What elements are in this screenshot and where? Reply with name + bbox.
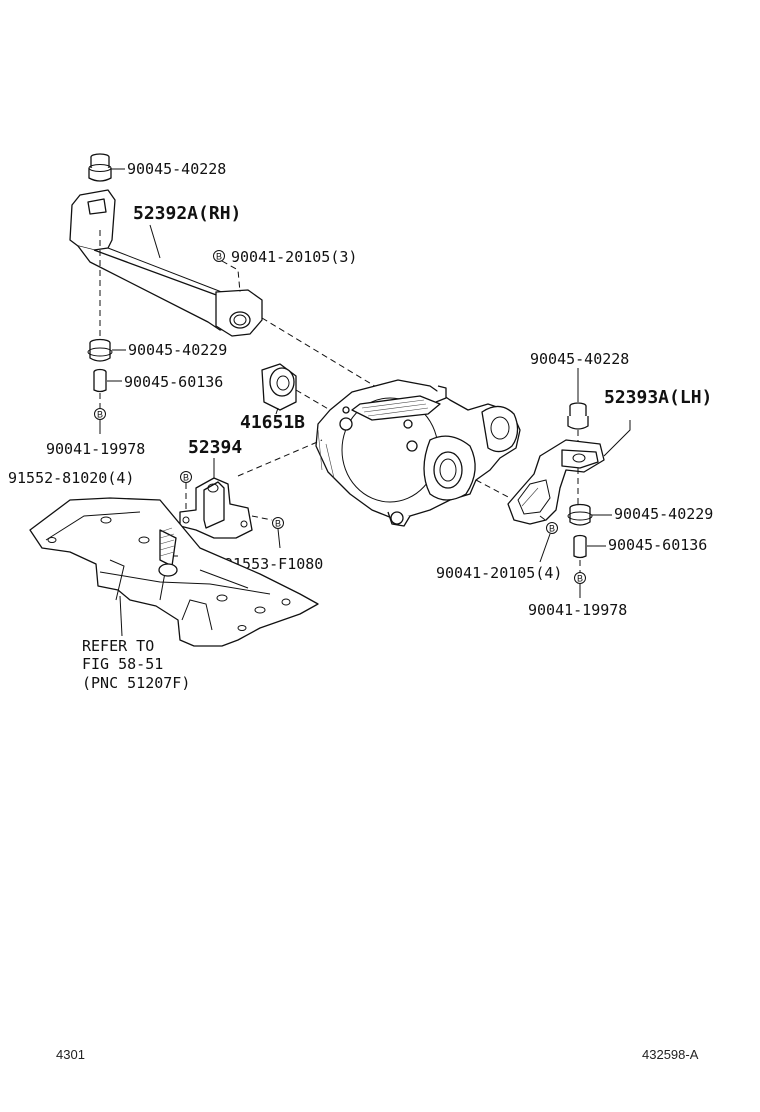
collar-right[interactable] xyxy=(573,534,587,559)
footer-right-code: 432598-A xyxy=(642,1047,699,1062)
label-90041-19978-right: 90041-19978 xyxy=(528,601,627,619)
svg-text:B: B xyxy=(549,524,555,534)
label-52393A-lh: 52393A(LH) xyxy=(604,387,712,408)
label-90045-40228-top: 90045-40228 xyxy=(127,160,226,178)
label-90041-20105-4: 90041-20105(4) xyxy=(436,564,562,582)
svg-text:B: B xyxy=(97,410,103,420)
bolt-marker-left-lower[interactable]: B xyxy=(94,408,106,420)
label-41651B: 41651B xyxy=(240,412,305,433)
label-52394: 52394 xyxy=(188,437,242,458)
bolt-marker-91552[interactable]: B xyxy=(180,471,192,483)
rear-crossmember[interactable] xyxy=(29,497,319,647)
lh-mount-bracket[interactable] xyxy=(507,439,605,525)
bolt-marker-lh[interactable]: B xyxy=(546,522,558,534)
refer-line-1: REFER TO xyxy=(82,637,154,655)
cushion-lower-right[interactable] xyxy=(567,503,593,526)
label-91552-81020-4: 91552-81020(4) xyxy=(8,469,134,487)
label-90045-40229-right: 90045-40229 xyxy=(614,505,713,523)
collar-left[interactable] xyxy=(93,368,107,393)
differential-bushing[interactable] xyxy=(261,363,297,411)
bolt-marker-right-lower[interactable]: B xyxy=(574,572,586,584)
bolt-marker-rh[interactable]: B xyxy=(213,250,225,262)
svg-text:B: B xyxy=(577,574,583,584)
label-52392A-rh: 52392A(RH) xyxy=(133,203,241,224)
cushion-top-right[interactable] xyxy=(567,402,589,430)
label-90041-20105-3: 90041-20105(3) xyxy=(231,248,357,266)
label-90045-40229-left: 90045-40229 xyxy=(128,341,227,359)
refer-line-2: FIG 58-51 xyxy=(82,655,163,673)
center-mount-bracket[interactable] xyxy=(179,477,253,539)
svg-text:B: B xyxy=(183,473,189,483)
refer-line-3: (PNC 51207F) xyxy=(82,674,190,692)
cushion-lower-left[interactable] xyxy=(87,338,113,362)
label-90041-19978-left: 90041-19978 xyxy=(46,440,145,458)
label-90045-40228-right: 90045-40228 xyxy=(530,350,629,368)
label-90045-60136-right: 90045-60136 xyxy=(608,536,707,554)
label-90045-60136-left: 90045-60136 xyxy=(124,373,223,391)
differential-carrier[interactable] xyxy=(315,379,521,527)
bolt-marker-91553[interactable]: B xyxy=(272,517,284,529)
footer-left-code: 4301 xyxy=(56,1047,85,1062)
svg-text:B: B xyxy=(216,252,222,262)
svg-text:B: B xyxy=(275,519,281,529)
rh-mount-bracket[interactable] xyxy=(69,189,263,337)
cushion-top-left[interactable] xyxy=(88,153,112,182)
